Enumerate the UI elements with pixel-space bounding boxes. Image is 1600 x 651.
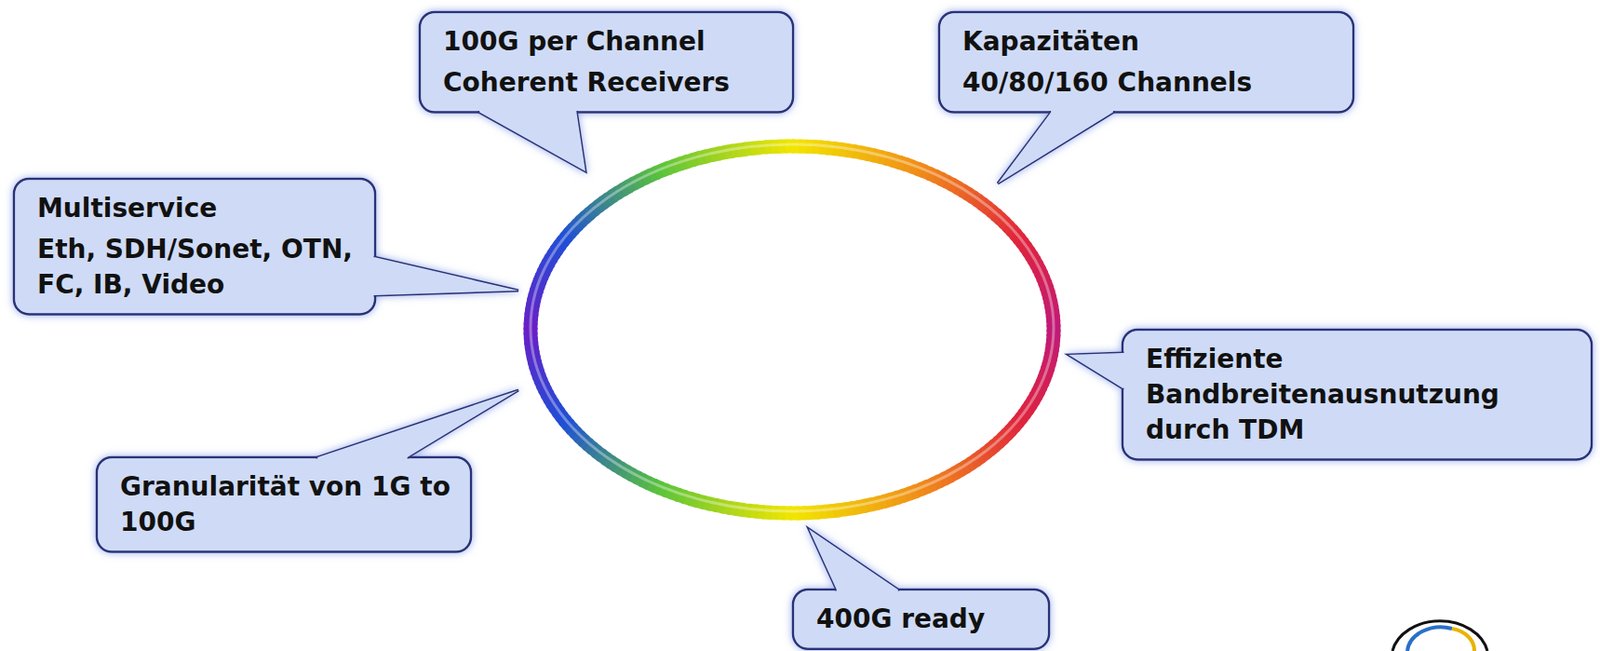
callout-box: Kapazitäten 40/80/160 Channels xyxy=(939,12,1354,113)
callout-text: Effiziente Bandbreitenausnutzung durch T… xyxy=(1145,341,1572,447)
callout-pointer xyxy=(479,99,586,172)
ring-highlight xyxy=(530,144,1054,511)
callout-text: 100G per Channel xyxy=(443,24,773,60)
callout-text: Coherent Receivers xyxy=(443,65,773,101)
callout-pointer-fill xyxy=(479,99,586,172)
callout-border xyxy=(96,457,471,552)
callout-border xyxy=(939,12,1354,113)
callout-text: Multiservice xyxy=(37,190,355,227)
callout-box: MultiserviceEth, SDH/Sonet, OTN, FC, IB,… xyxy=(13,178,376,314)
callout-fill xyxy=(794,591,1049,648)
callout-fill xyxy=(1124,331,1591,458)
callout-pointer xyxy=(1068,352,1136,389)
callout-pointer xyxy=(317,389,519,471)
callout-box: Granularität von 1G to 100G xyxy=(96,457,471,552)
callout-fills xyxy=(15,13,1591,648)
callout-fill xyxy=(941,13,1353,112)
ring-segment xyxy=(785,139,795,154)
callout-pointer-fill xyxy=(317,389,519,471)
rainbow-ring xyxy=(530,144,1054,513)
callout-text: Eth, SDH/Sonet, OTN, FC, IB, Video xyxy=(37,231,355,303)
callout-box: 400G ready xyxy=(793,589,1049,649)
callout-text: 40/80/160 Channels xyxy=(962,65,1333,101)
callout-pointer-fill xyxy=(362,256,519,296)
callout-fill xyxy=(98,458,471,552)
callout-fill xyxy=(421,13,793,112)
callout-border xyxy=(419,12,794,113)
callout-fill xyxy=(15,180,375,313)
callout-pointer-fill xyxy=(997,99,1114,184)
callout-pointer xyxy=(362,256,519,296)
callout-pointer-fill xyxy=(808,528,899,603)
logo-arc xyxy=(1407,626,1453,651)
callout-text: 400G ready xyxy=(816,601,1029,637)
logo-fragment xyxy=(1392,620,1488,651)
callout-text: Granularität von 1G to 100G xyxy=(120,469,451,540)
callout-box: Effiziente Bandbreitenausnutzung durch T… xyxy=(1122,329,1592,459)
callout-border xyxy=(13,178,376,314)
callout-pointer-fill xyxy=(1068,352,1136,389)
callout-box: 100G per ChannelCoherent Receivers xyxy=(419,12,794,113)
callout-border xyxy=(793,589,1049,649)
logo-arc xyxy=(1452,628,1475,651)
callout-text: Kapazitäten xyxy=(962,24,1333,60)
callout-border xyxy=(1122,329,1592,459)
callout-outlines xyxy=(13,12,1592,649)
callout-pointer xyxy=(997,99,1114,184)
logo-arc xyxy=(1392,620,1488,651)
